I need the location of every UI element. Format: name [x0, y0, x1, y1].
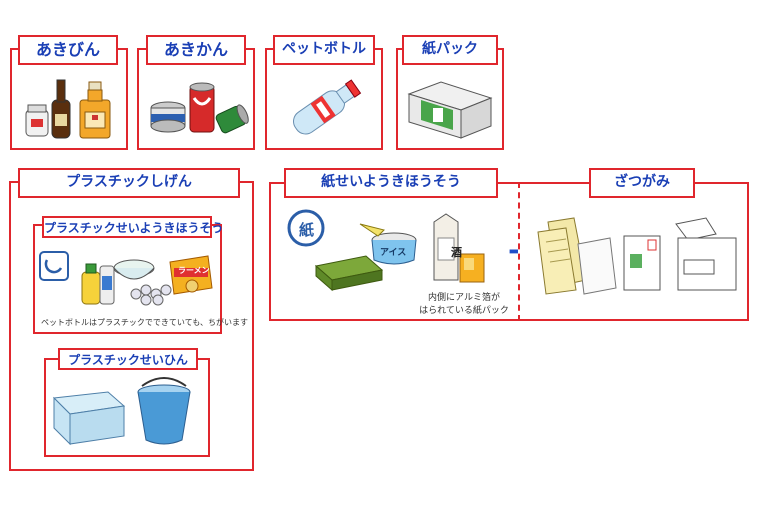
aluminum-note-line2: はられている紙パック — [419, 306, 509, 316]
zatsugami-title: ざつがみ — [589, 168, 695, 198]
plastic-container-note: ペットボトルはプラスチックでできていても、ちがいます — [41, 318, 248, 327]
pet-bottle-title: ペットボトル — [273, 35, 375, 65]
cans-icon — [150, 82, 249, 134]
glass-bottles-icon — [25, 79, 111, 139]
plastic-container-title: プラスチックせいようきほうそう — [42, 216, 224, 238]
paper-pack-icon — [407, 81, 493, 139]
aluminum-note-line1: 内側にアルミ箔が — [428, 293, 500, 303]
paper-containers-icon — [287, 209, 485, 292]
aluminum-note: 内側にアルミ箔が はられている紙パック — [408, 292, 520, 318]
pet-bottle-icon — [293, 79, 362, 135]
paper-container-title: 紙せいようきほうそう — [284, 168, 498, 198]
ice-label: アイス — [380, 248, 407, 258]
plastic-ramen-label: ラーメン — [178, 266, 210, 275]
paper-mark-text: 紙 — [299, 221, 315, 239]
plastic-shigen-title: プラスチックしげん — [18, 168, 240, 198]
aki-kan-title: あきかん — [146, 35, 246, 65]
mixed-paper-icon — [537, 217, 737, 295]
plastic-products-icon — [52, 377, 191, 446]
plastic-containers-icon — [39, 251, 213, 306]
sake-label: 酒 — [451, 246, 462, 259]
kami-pack-title: 紙パック — [402, 35, 498, 65]
aki-bin-title: あきびん — [18, 35, 118, 65]
plastic-products-title: プラスチックせいひん — [58, 348, 198, 370]
